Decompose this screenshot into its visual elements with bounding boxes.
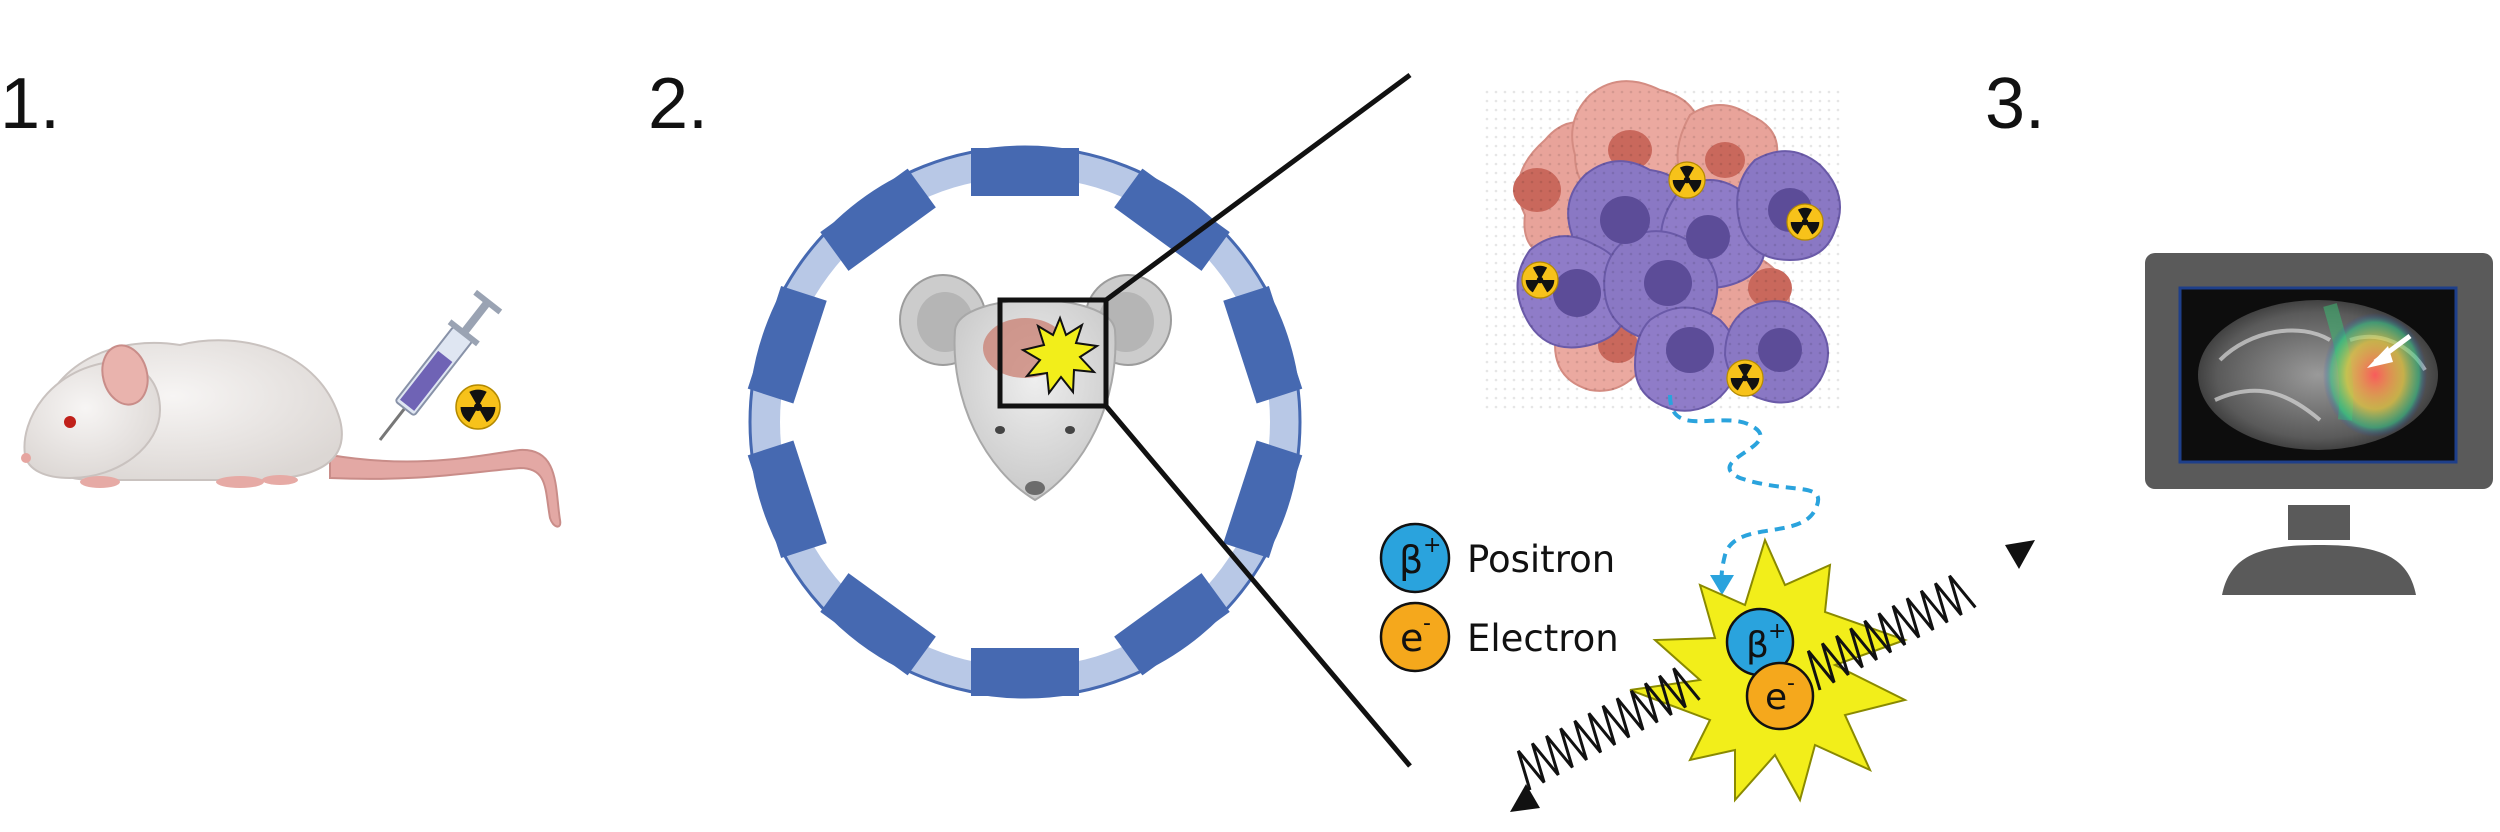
positron-charge: + — [1423, 533, 1441, 558]
radiation-icon — [455, 384, 501, 430]
svg-text:β: β — [1746, 625, 1769, 666]
gamma-arrow-right — [2005, 540, 2035, 569]
electron-particle: e - — [1745, 661, 1815, 731]
positron-symbol: β — [1399, 538, 1423, 582]
legend: β + Positron e - Electron — [1379, 522, 1619, 673]
gamma-ray-wave-1 — [1516, 667, 1701, 791]
pet-scan-image — [2198, 300, 2438, 450]
step-1-label: 1. — [0, 64, 60, 144]
legend-electron: e - Electron — [1379, 601, 1619, 673]
zoom-line-top — [1104, 72, 1412, 303]
positron-icon — [1379, 522, 1451, 594]
positron-particle: β + — [1725, 607, 1795, 677]
electron-charge: - — [1423, 611, 1431, 636]
legend-positron-label: Positron — [1467, 538, 1615, 581]
electron-icon — [1379, 601, 1451, 673]
cell-cluster — [1480, 80, 1841, 412]
electron-symbol: e — [1400, 616, 1423, 660]
step-2-label: 2. — [648, 64, 708, 144]
burst-small-icon — [1020, 315, 1100, 396]
trajectory-arrowhead — [1710, 575, 1734, 595]
mouse-icon — [21, 339, 562, 528]
zoom-box — [997, 297, 1109, 409]
syringe-icon — [378, 289, 503, 441]
zoom-line-bottom — [1104, 404, 1412, 768]
legend-electron-label: Electron — [1467, 617, 1619, 660]
arrow-icon — [2367, 333, 2412, 368]
legend-positron: β + Positron — [1379, 522, 1615, 594]
svg-text:-: - — [1787, 671, 1795, 696]
svg-text:e: e — [1765, 677, 1787, 718]
svg-text:+: + — [1768, 619, 1786, 644]
gamma-arrow-left — [1510, 784, 1540, 812]
positron-trajectory — [1668, 394, 1821, 586]
gamma-ray-wave-2 — [1806, 574, 1977, 691]
step-3-label: 3. — [1985, 64, 2045, 144]
